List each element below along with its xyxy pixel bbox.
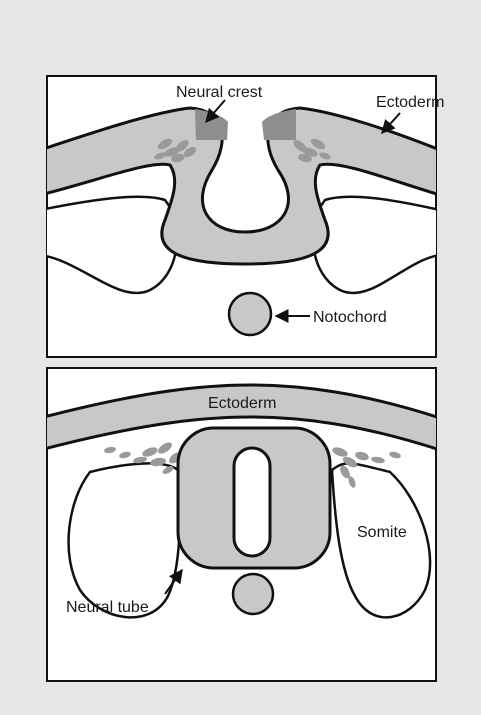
label-neural-tube: Neural tube xyxy=(66,599,149,616)
somite-left xyxy=(69,463,180,617)
notochord-bottom xyxy=(233,574,273,614)
neural-tube-lumen xyxy=(234,448,270,556)
panel-neural-tube: Ectoderm Somite Neural tube xyxy=(40,368,440,681)
label-ectoderm-bottom: Ectoderm xyxy=(208,395,276,412)
notochord-top xyxy=(229,293,271,335)
label-ectoderm-top: Ectoderm xyxy=(376,94,444,111)
label-somite: Somite xyxy=(357,524,407,541)
panel-neural-fold: Neural crest Ectoderm Notochord xyxy=(40,76,444,357)
label-neural-crest: Neural crest xyxy=(176,84,263,101)
label-notochord: Notochord xyxy=(313,309,387,326)
